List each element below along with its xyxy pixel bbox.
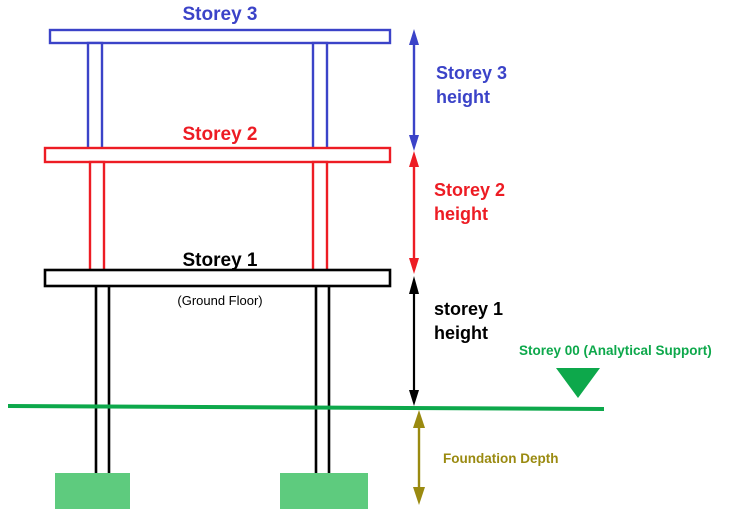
storey-2-label: Storey 2 <box>183 124 258 145</box>
storey-1-height-label-line1: storey 1 <box>434 299 503 319</box>
analytical-support-label: Storey 00 (Analytical Support) <box>519 343 712 358</box>
foundation-depth-arrow <box>413 410 425 505</box>
storey-3-height-label-line2: height <box>436 87 490 107</box>
storey-3-height-arrow <box>409 29 419 151</box>
storey-2-height-label-line1: Storey 2 <box>434 180 505 200</box>
storey-2-column-right <box>311 160 329 274</box>
storey-3-label: Storey 3 <box>183 4 258 25</box>
storey-3-group <box>48 28 392 153</box>
ground-floor-label: (Ground Floor) <box>177 293 262 308</box>
foundation-pad-left <box>55 473 130 509</box>
storey-3-height-label-line1: Storey 3 <box>436 63 507 83</box>
storey-1-group <box>43 268 392 478</box>
ground-line <box>7 404 605 411</box>
storey-2-height-label-line2: height <box>434 204 488 224</box>
analytical-support-triangle <box>556 368 600 398</box>
storey-2-column-left <box>88 160 106 274</box>
storey-2-height-arrow <box>409 151 419 274</box>
foundation-pad-right <box>280 473 368 509</box>
storey-1-height-label-line2: height <box>434 323 488 343</box>
storey-3-slab <box>48 28 392 45</box>
storey-1-label: Storey 1 <box>183 250 258 271</box>
storey-2-slab <box>43 146 392 164</box>
storey-2-group <box>43 146 392 274</box>
storey-1-slab <box>43 268 392 288</box>
foundation-depth-label: Foundation Depth <box>443 451 558 466</box>
storey-3-column-right <box>311 41 329 153</box>
storey-3-column-left <box>86 41 104 153</box>
storey-1-height-arrow <box>409 276 419 406</box>
